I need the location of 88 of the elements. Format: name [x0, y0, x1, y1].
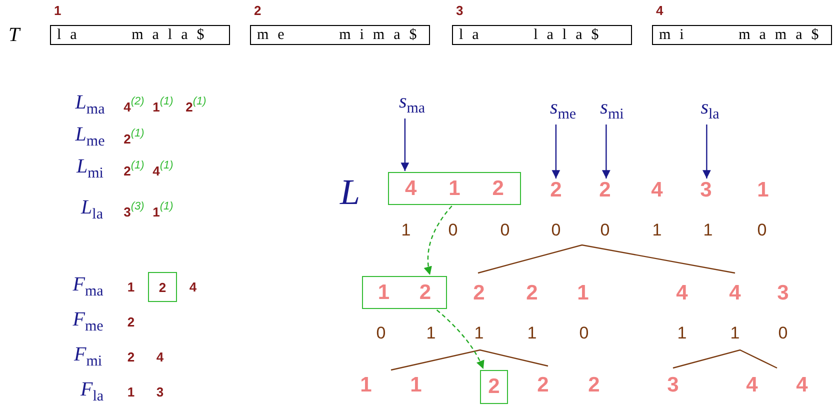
sequence-value: 1 [360, 374, 372, 396]
index-number: 3 [456, 3, 464, 18]
arrow [602, 124, 610, 178]
bit-value: 0 [376, 324, 386, 342]
arrow [702, 124, 711, 178]
count-value: 3$^{(3)}$ [124, 202, 144, 218]
highlight-box [362, 276, 447, 309]
pointer-label: s$_{mi}$ [600, 98, 624, 122]
bit-value: 1 [401, 222, 411, 238]
list-name: L$_{ma}$ [75, 92, 105, 118]
sequence-value: 1 [378, 280, 390, 304]
sequence-value: 2 [588, 374, 600, 396]
string-box: mi mama$ [652, 25, 832, 45]
bit-value: 0 [448, 222, 458, 238]
count-value: 2 [158, 280, 166, 294]
count-value: 2 [127, 350, 135, 364]
count-value: 2$^{(1)}$ [186, 96, 206, 114]
sequence-value: 2 [599, 180, 611, 200]
bit-value: 1 [677, 324, 687, 342]
sequence-value: 1 [410, 374, 422, 396]
count-value: 4 [156, 350, 164, 364]
index-number: 4 [656, 3, 664, 18]
bit-value: 0 [579, 324, 589, 342]
bit-value: 1 [474, 324, 484, 342]
bit-value: 1 [730, 324, 740, 342]
string-box: la mala$ [50, 25, 230, 45]
count-value: 2 [127, 316, 135, 328]
sequence-value: 2 [419, 280, 432, 304]
sequence-value: 2 [550, 180, 562, 200]
count-value: 1$^{(1)}$ [152, 96, 174, 114]
highlight-box [388, 172, 521, 205]
arrow [400, 118, 410, 171]
count-value: 2$^{(1)}$ [124, 160, 144, 178]
list-name: F$_{ma}$ [72, 274, 104, 300]
sequence-value: 3 [777, 282, 789, 304]
list-name: F$_{mi}$ [74, 344, 102, 370]
index-number: 2 [254, 3, 262, 18]
list-name: F$_{me}$ [72, 310, 104, 334]
symbol-label: T [8, 25, 20, 45]
dashed-arrow [424, 206, 452, 276]
sequence-value: 2 [526, 282, 538, 304]
sequence-value: 4 [729, 282, 741, 304]
list-name: L$_{mi}$ [76, 156, 104, 182]
pointer-label: s$_{la}$ [700, 98, 720, 122]
bit-value: 0 [600, 222, 610, 238]
sequence-value: 1 [448, 176, 460, 200]
sequence-value: 3 [667, 374, 679, 396]
pointer-label: s$_{me}$ [550, 98, 576, 122]
count-value: 3 [156, 386, 164, 398]
count-value: 4 [189, 280, 197, 294]
count-value: 4$^{(2)}$ [124, 96, 144, 114]
sequence-value: 4 [404, 176, 417, 200]
highlight-box [148, 272, 177, 302]
bit-value: 1 [527, 324, 537, 342]
list-name: F$_{la}$ [80, 380, 104, 404]
sequence-value: 2 [473, 282, 485, 304]
bit-value: 1 [652, 222, 662, 238]
sequence-value: 2 [488, 375, 500, 399]
symbol-label: L [340, 174, 360, 210]
sequence-value: 4 [746, 374, 758, 396]
bit-value: 0 [551, 222, 561, 238]
string-box: me mima$ [250, 25, 430, 45]
count-value: 1 [127, 280, 135, 294]
bit-value: 1 [426, 324, 436, 342]
count-value: 2$^{(1)}$ [124, 128, 144, 146]
dashed-arrow [436, 310, 484, 370]
sequence-value: 4 [651, 180, 663, 200]
sequence-value: 2 [492, 176, 504, 200]
bit-value: 0 [778, 324, 788, 342]
sequence-value: 1 [757, 180, 769, 200]
count-value: 1$^{(1)}$ [152, 202, 174, 218]
bit-value: 0 [757, 222, 767, 238]
index-number: 1 [54, 3, 62, 18]
arrow [552, 124, 560, 178]
sequence-value: 2 [537, 374, 549, 396]
string-box: la lala$ [452, 25, 632, 45]
sequence-value: 4 [676, 282, 688, 304]
bit-value: 0 [500, 222, 510, 238]
bit-value: 1 [703, 222, 713, 238]
sequence-value: 1 [577, 282, 589, 304]
pointer-label: s$_{ma}$ [398, 92, 426, 116]
list-name: L$_{la}$ [81, 198, 103, 222]
list-name: L$_{me}$ [75, 124, 105, 150]
sequence-value: 4 [796, 374, 808, 396]
count-value: 1 [127, 386, 135, 398]
highlight-box [480, 370, 508, 404]
count-value: 4$^{(1)}$ [152, 160, 174, 178]
sequence-value: 3 [700, 180, 712, 200]
